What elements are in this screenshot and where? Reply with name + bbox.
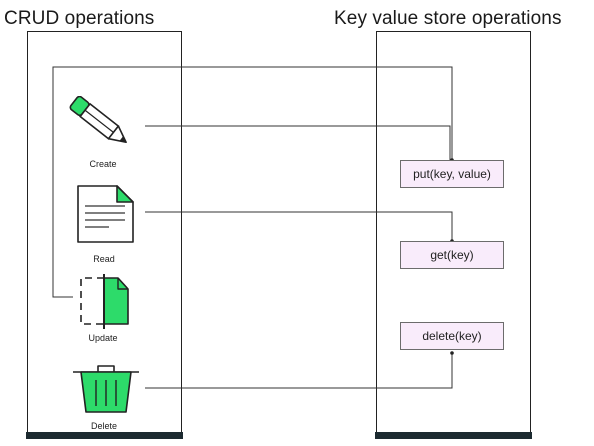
crud-label-delete: Delete xyxy=(90,421,117,431)
create-to-put-connector xyxy=(145,125,451,160)
crud-panel-title: CRUD operations xyxy=(4,8,155,29)
crud-panel-base xyxy=(26,432,183,439)
delete-to-delete-connector xyxy=(145,353,453,389)
kv-op-get: get(key) xyxy=(400,241,504,269)
crud-label-update: Update xyxy=(88,333,118,343)
kv-op-put: put(key, value) xyxy=(400,160,504,188)
kv-panel-title: Key value store operations xyxy=(334,8,562,29)
file-update-icon xyxy=(80,274,129,329)
kv-panel-base xyxy=(375,432,532,439)
trash-bin-icon xyxy=(73,365,139,413)
kv-op-delete: delete(key) xyxy=(400,322,504,350)
read-to-get-connector xyxy=(145,211,453,241)
pencil-icon xyxy=(69,96,127,144)
delete-connector-dot xyxy=(450,351,454,355)
update-to-put-connector xyxy=(52,66,453,298)
crud-label-read: Read xyxy=(93,254,115,264)
crud-label-create: Create xyxy=(89,159,117,169)
document-icon xyxy=(77,185,134,243)
kv-panel xyxy=(376,31,531,432)
